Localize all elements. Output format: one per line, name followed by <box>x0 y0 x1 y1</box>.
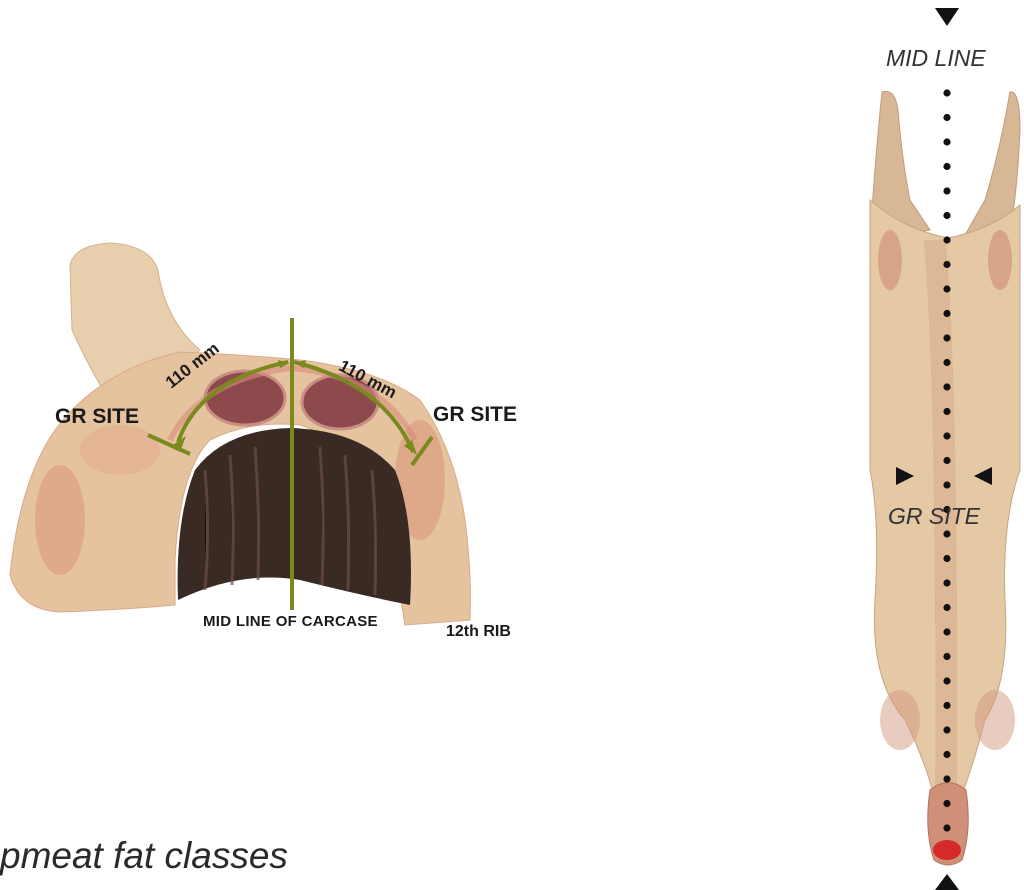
mid-line-dot <box>943 604 950 611</box>
rib-section-image <box>10 243 470 625</box>
mid-line-dot <box>943 751 950 758</box>
mid-line-dot <box>943 579 950 586</box>
gr-site-right-label: GR SITE <box>433 403 517 427</box>
gr-site-left-label: GR SITE <box>55 405 139 429</box>
carcass-mid-line-label: MID LINE <box>886 45 986 72</box>
twelfth-rib-label: 12th RIB <box>446 623 511 641</box>
mid-line-dot <box>943 481 950 488</box>
top-arrow <box>935 8 959 26</box>
mid-line-dot <box>943 114 950 121</box>
mid-line-dot <box>943 187 950 194</box>
mid-line-dot <box>943 530 950 537</box>
mid-line-dot <box>943 89 950 96</box>
carcass-gr-site-label: GR SITE <box>888 503 980 530</box>
mid-line-dot <box>943 163 950 170</box>
mid-line-dot <box>943 775 950 782</box>
mid-line-dot <box>943 138 950 145</box>
mid-line-of-carcase-label: MID LINE OF CARCASE <box>203 613 378 630</box>
bottom-arrow <box>935 874 959 890</box>
mid-line-dot <box>943 383 950 390</box>
mid-line-dot <box>943 628 950 635</box>
caption: pmeat fat classes <box>0 835 288 877</box>
mid-line-dot <box>943 824 950 831</box>
mid-line-dot <box>943 432 950 439</box>
mid-line-dot <box>943 236 950 243</box>
mid-line-dot <box>943 285 950 292</box>
mid-line-dot <box>943 457 950 464</box>
carcass-image <box>870 91 1020 865</box>
mid-line-dot <box>943 653 950 660</box>
mid-line-dot <box>943 310 950 317</box>
mid-line-dot <box>943 677 950 684</box>
mid-line-dot <box>943 261 950 268</box>
mid-line-dot <box>943 800 950 807</box>
mid-line-dot <box>943 555 950 562</box>
mid-line-dot <box>943 359 950 366</box>
mid-line-dot <box>943 408 950 415</box>
mid-line-dot <box>943 702 950 709</box>
mid-line-dot <box>943 334 950 341</box>
mid-line-dot <box>943 726 950 733</box>
mid-line-dot <box>943 212 950 219</box>
